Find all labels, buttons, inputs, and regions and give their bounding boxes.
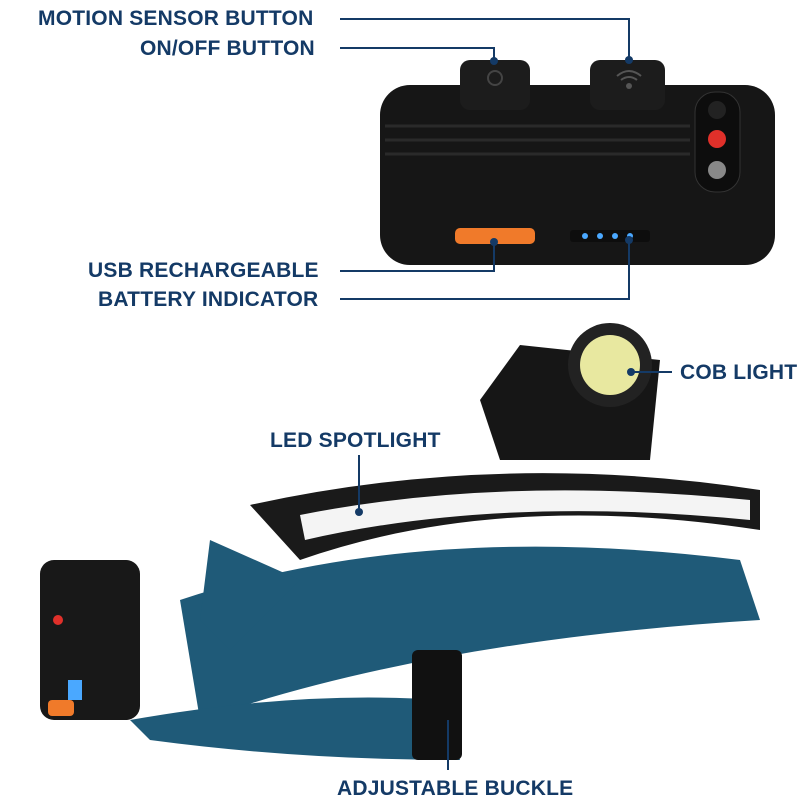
on-off-label: ON/OFF BUTTON bbox=[140, 37, 315, 60]
adjustable-buckle bbox=[412, 650, 462, 760]
led-spotlight-label: LED SPOTLIGHT bbox=[270, 429, 441, 452]
led-spotlight-strip bbox=[300, 490, 750, 540]
cob-light-label: COB LIGHT bbox=[680, 361, 798, 384]
usb-label: USB RECHARGEABLE bbox=[88, 259, 319, 282]
adjustable-buckle-label: ADJUSTABLE BUCKLE bbox=[337, 777, 574, 800]
headband bbox=[130, 540, 760, 760]
power-button-icon bbox=[487, 70, 503, 86]
usb-port-cover bbox=[455, 228, 535, 244]
battery-box bbox=[40, 560, 140, 720]
battery-indicator-label: BATTERY INDICATOR bbox=[98, 288, 319, 311]
red-led bbox=[708, 130, 726, 148]
motion-sensor-label: MOTION SENSOR BUTTON bbox=[38, 7, 314, 30]
wave-sensor-icon bbox=[616, 70, 642, 81]
cob-light-lens bbox=[580, 335, 640, 395]
control-box bbox=[380, 60, 775, 265]
